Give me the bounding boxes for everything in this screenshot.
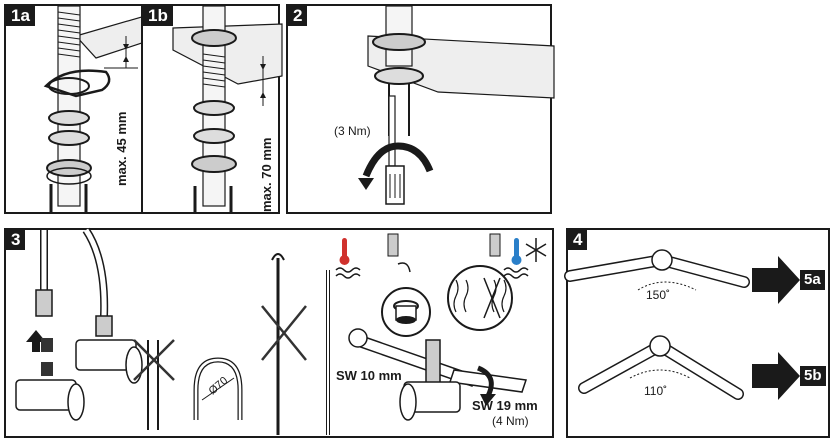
step-5a-badge: 5a (800, 270, 825, 290)
spout-rotation-illustration (564, 249, 800, 400)
hot-water-icon (335, 238, 361, 279)
torque-illustration (358, 5, 555, 205)
torque-label-4nm: (4 Nm) (492, 414, 529, 428)
cross-icon (133, 339, 175, 381)
torque-label-3nm: (3 Nm) (334, 124, 371, 138)
hose-connection-illustration (15, 227, 547, 435)
arrow-right-icon (752, 256, 800, 304)
panel-1a: 1a max. 45 mm (4, 4, 146, 214)
faucet-mount-illustration-1a (43, 5, 146, 214)
panel-4: 4 150˚ 110˚ 5a 5b (564, 228, 830, 438)
wrench-size-small-label: SW 10 mm (336, 368, 402, 383)
dimension-label-70mm: max. 70 mm (259, 137, 274, 212)
angle-label-top: 150˚ (646, 288, 671, 302)
dimension-label-45mm: max. 45 mm (114, 111, 129, 186)
cross-icon (261, 305, 307, 361)
panel-3: 3 Ø70 SW 10 mm SW 19 mm (4 Nm) (4, 227, 554, 438)
faucet-mount-illustration-1b (172, 5, 283, 214)
rotation-arrow-icon (358, 142, 434, 190)
cold-water-icon (503, 238, 529, 279)
panel-2: 2 (3 Nm) (286, 4, 555, 214)
arrow-right-icon (752, 352, 800, 400)
panel-2-badge: 2 (288, 6, 308, 26)
panel-4-badge: 4 (568, 230, 588, 250)
panel-3-badge: 3 (6, 230, 26, 250)
panel-1b: 1b max. 70 mm (141, 4, 283, 214)
filter-icon (381, 287, 431, 337)
panel-1b-badge: 1b (143, 6, 173, 26)
snowflake-icon (525, 238, 547, 262)
step-5b-badge: 5b (800, 366, 826, 386)
angle-label-bottom: 110˚ (644, 384, 668, 398)
up-arrow-icon (26, 330, 46, 352)
spring-icon (447, 265, 513, 331)
wrench-size-large-label: SW 19 mm (472, 398, 538, 413)
panel-1a-badge: 1a (6, 6, 35, 26)
